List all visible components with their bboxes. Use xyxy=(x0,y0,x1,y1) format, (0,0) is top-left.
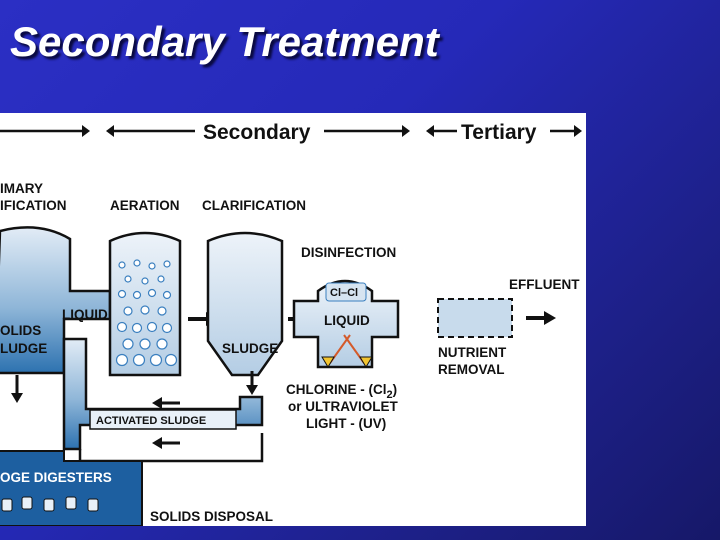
stage-header-arrows xyxy=(0,125,582,137)
sludge-digesters: OGE DIGESTERS xyxy=(0,450,143,526)
stage-header-secondary: Secondary xyxy=(203,121,311,144)
uv-lamp-icon xyxy=(321,334,373,368)
activated-sludge-return: ACTIVATED SLUDGE xyxy=(62,337,264,463)
note-chlorine-1: CHLORINE - (Cl2) xyxy=(286,382,397,401)
label-liquid-disinfection: LIQUID xyxy=(324,313,370,328)
label-sludge-digesters: OGE DIGESTERS xyxy=(0,470,112,485)
chlorine-molecule: Cl–Cl xyxy=(330,287,358,299)
note-chlorine-2: or ULTRAVIOLET xyxy=(288,399,398,414)
stage-header-tertiary: Tertiary xyxy=(461,121,537,144)
primary-clarifier-tank: OLIDS LUDGE xyxy=(0,226,112,403)
treatment-diagram: Secondary Tertiary IMARY IFICATION AERAT… xyxy=(0,113,586,526)
secondary-clarifier-tank: SLUDGE xyxy=(206,231,284,395)
air-bubbles xyxy=(115,259,178,367)
effluent-arrow xyxy=(526,311,556,325)
slide-title: Secondary Treatment xyxy=(10,18,439,65)
aeration-tank xyxy=(108,231,182,377)
label-solids-2: LUDGE xyxy=(0,341,47,356)
label-liquid-main: LIQUID xyxy=(62,307,108,322)
digester-truck-icons xyxy=(1,496,99,512)
label-sludge: SLUDGE xyxy=(222,341,278,356)
nutrient-removal-box xyxy=(437,298,513,338)
label-aeration: AERATION xyxy=(110,198,180,213)
note-nutrient-2: REMOVAL xyxy=(438,362,505,377)
label-solids-disposal: SOLIDS DISPOSAL xyxy=(150,509,273,524)
label-disinfection: DISINFECTION xyxy=(301,245,396,260)
label-primary-clarification-1: IMARY xyxy=(0,181,43,196)
note-chlorine-3: LIGHT - (UV) xyxy=(306,416,386,431)
note-nutrient-1: NUTRIENT xyxy=(438,345,507,360)
disinfection-tank: Cl–Cl LIQUID xyxy=(292,279,400,369)
label-solids-1: OLIDS xyxy=(0,323,41,338)
label-effluent: EFFLUENT xyxy=(509,277,580,292)
label-primary-clarification-2: IFICATION xyxy=(0,198,67,213)
label-activated-sludge: ACTIVATED SLUDGE xyxy=(96,415,206,427)
label-clarification: CLARIFICATION xyxy=(202,198,306,213)
